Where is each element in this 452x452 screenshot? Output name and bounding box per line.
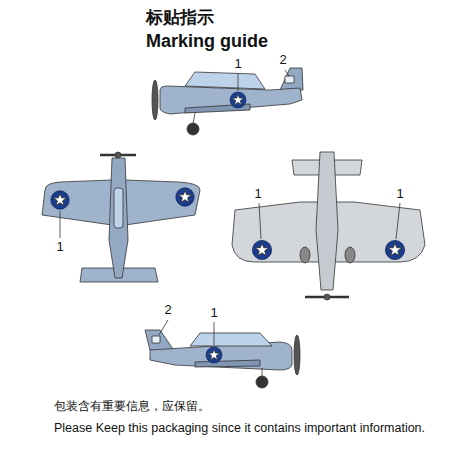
callout-number: 1 [395, 187, 404, 202]
callout-number: 1 [209, 306, 218, 321]
callout-number: 1 [253, 187, 262, 202]
callout-number: 1 [55, 240, 64, 255]
guide-heading: Marking guide [146, 31, 268, 52]
note-text: 包装含有重要信息，应保留。 [54, 400, 210, 414]
callout-number: 1 [233, 57, 242, 72]
note-text: Please Keep this packaging since it cont… [54, 421, 425, 435]
guide-title: 标贴指示 [146, 8, 214, 28]
callout-number: 2 [278, 53, 287, 68]
callout-number: 2 [163, 303, 172, 318]
